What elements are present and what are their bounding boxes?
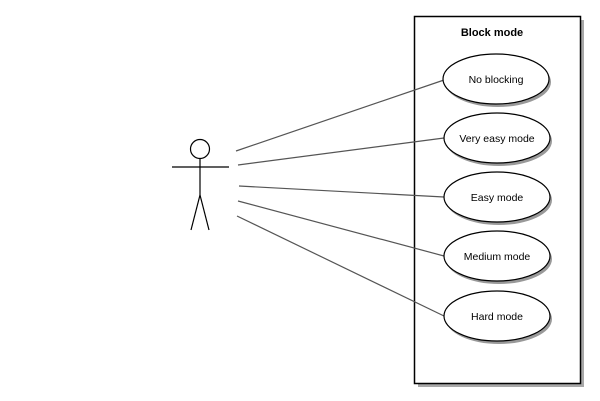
use-case-ellipse — [443, 112, 551, 164]
use-case-medium-mode: Medium mode — [443, 230, 552, 284]
use-case-hard-mode: Hard mode — [443, 290, 552, 344]
actor-right-leg — [199, 194, 210, 231]
association-no-blocking — [235, 79, 445, 152]
association-easy-mode — [238, 185, 445, 198]
use-case-no-blocking: No blocking — [442, 53, 551, 107]
use-case-label: Hard mode — [471, 311, 523, 323]
association-very-easy-mode — [237, 137, 445, 166]
use-case-very-easy-mode: Very easy mode — [443, 112, 552, 166]
use-case-label: Very easy mode — [459, 133, 534, 145]
use-case-ellipse — [443, 171, 551, 223]
use-case-ellipse — [443, 230, 551, 282]
use-case-ellipse — [443, 290, 551, 342]
use-case-easy-mode: Easy mode — [443, 171, 552, 225]
association-hard-mode — [236, 215, 445, 317]
use-case-label: Medium mode — [464, 251, 531, 263]
actor-head — [189, 138, 211, 160]
associations — [235, 79, 445, 317]
actor — [172, 138, 229, 231]
association-medium-mode — [237, 200, 445, 257]
use-case-label: No blocking — [469, 74, 524, 86]
use-case-label: Easy mode — [471, 192, 524, 204]
system-title: Block mode — [461, 27, 523, 39]
use-case-ellipse — [442, 53, 550, 105]
actor-left-leg — [190, 194, 201, 231]
